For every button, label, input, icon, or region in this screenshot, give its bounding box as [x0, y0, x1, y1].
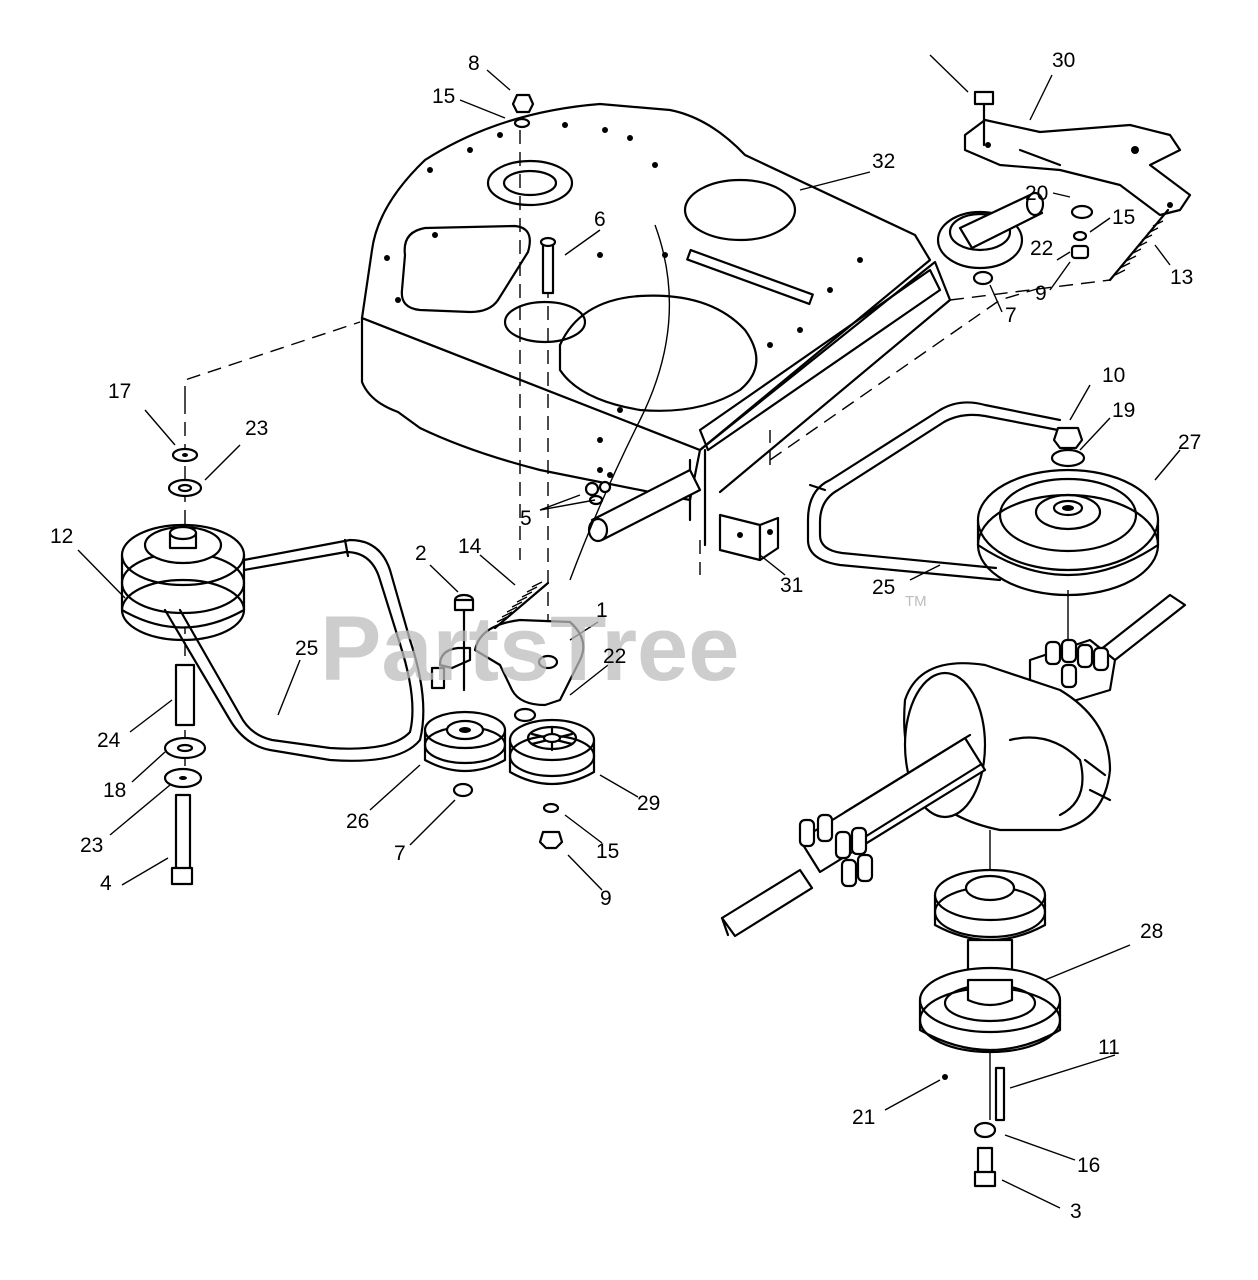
- callout-23: 23: [80, 834, 103, 857]
- pulley-27: [976, 426, 1160, 640]
- callout-18: 18: [103, 779, 126, 802]
- reference-lines: [184, 130, 1111, 860]
- deck-plate: [360, 102, 952, 547]
- callout-11: 11: [1098, 1036, 1120, 1059]
- callout-4: 4: [100, 872, 112, 895]
- callout-16: 16: [1077, 1154, 1100, 1177]
- callout-15: 15: [432, 85, 455, 108]
- callout-25: 25: [295, 637, 318, 660]
- bolt-8: [511, 93, 557, 295]
- callout-19: 19: [1112, 399, 1135, 422]
- callout-30: 30: [1052, 49, 1075, 72]
- callout-9: 9: [600, 887, 612, 910]
- callout-13: 13: [1170, 266, 1193, 289]
- callout-21: 21: [852, 1106, 875, 1129]
- arm-30: [963, 118, 1192, 217]
- bracket-31: [718, 513, 780, 562]
- watermark-brand: PartsTree: [320, 598, 739, 700]
- spring-13: [1108, 208, 1170, 282]
- callout-6: 6: [594, 208, 606, 231]
- lower-hardware: [942, 1066, 1006, 1188]
- idler-pulley-29: [508, 718, 596, 850]
- callout-15: 15: [596, 840, 619, 863]
- callout-32: 32: [872, 150, 895, 173]
- callout-14: 14: [458, 535, 482, 558]
- callout-25: 25: [872, 576, 895, 599]
- watermark: PartsTree TM: [320, 593, 927, 700]
- callout-22: 22: [603, 645, 626, 668]
- callout-17: 17: [108, 380, 131, 403]
- callout-22: 22: [1030, 237, 1053, 260]
- callout-labels: 8 15 6 32 30 20 15 22 9 7 13 17 23 12 5 …: [50, 49, 1201, 1223]
- pulley-28: [918, 830, 1062, 1120]
- callout-1: 1: [596, 599, 608, 622]
- leader-lines: [77, 54, 1181, 1209]
- callout-15: 15: [1112, 206, 1135, 229]
- callout-7: 7: [394, 842, 406, 865]
- idler-bracket-1: [430, 618, 585, 723]
- left-hardware: [163, 447, 207, 886]
- callout-5: 5: [520, 507, 532, 530]
- callout-2: 2: [415, 542, 427, 565]
- hardware-5: [584, 480, 612, 506]
- callout-31: 31: [780, 574, 803, 597]
- spring-14: [493, 581, 550, 630]
- callout-12: 12: [50, 525, 73, 548]
- callout-27: 27: [1178, 431, 1201, 454]
- bolt-2: [453, 593, 475, 692]
- callout-20: 20: [1025, 182, 1048, 205]
- transaxle: [720, 593, 1187, 938]
- callout-24: 24: [97, 729, 121, 752]
- belt-left: [163, 538, 425, 762]
- belt-right: [806, 401, 1062, 582]
- callout-23: 23: [245, 417, 268, 440]
- arm-hardware: [972, 90, 1094, 286]
- callout-9: 9: [1035, 282, 1047, 305]
- callout-29: 29: [637, 792, 660, 815]
- callout-8: 8: [468, 52, 480, 75]
- pulley-12: [120, 523, 246, 642]
- idler-pulley-26: [423, 710, 507, 798]
- arm-idler-pulley: [936, 191, 1045, 270]
- callout-28: 28: [1140, 920, 1163, 943]
- callout-3: 3: [1070, 1200, 1082, 1223]
- callout-26: 26: [346, 810, 369, 833]
- callout-10: 10: [1102, 364, 1125, 387]
- watermark-trademark: TM: [905, 593, 927, 610]
- callout-7: 7: [1005, 304, 1017, 327]
